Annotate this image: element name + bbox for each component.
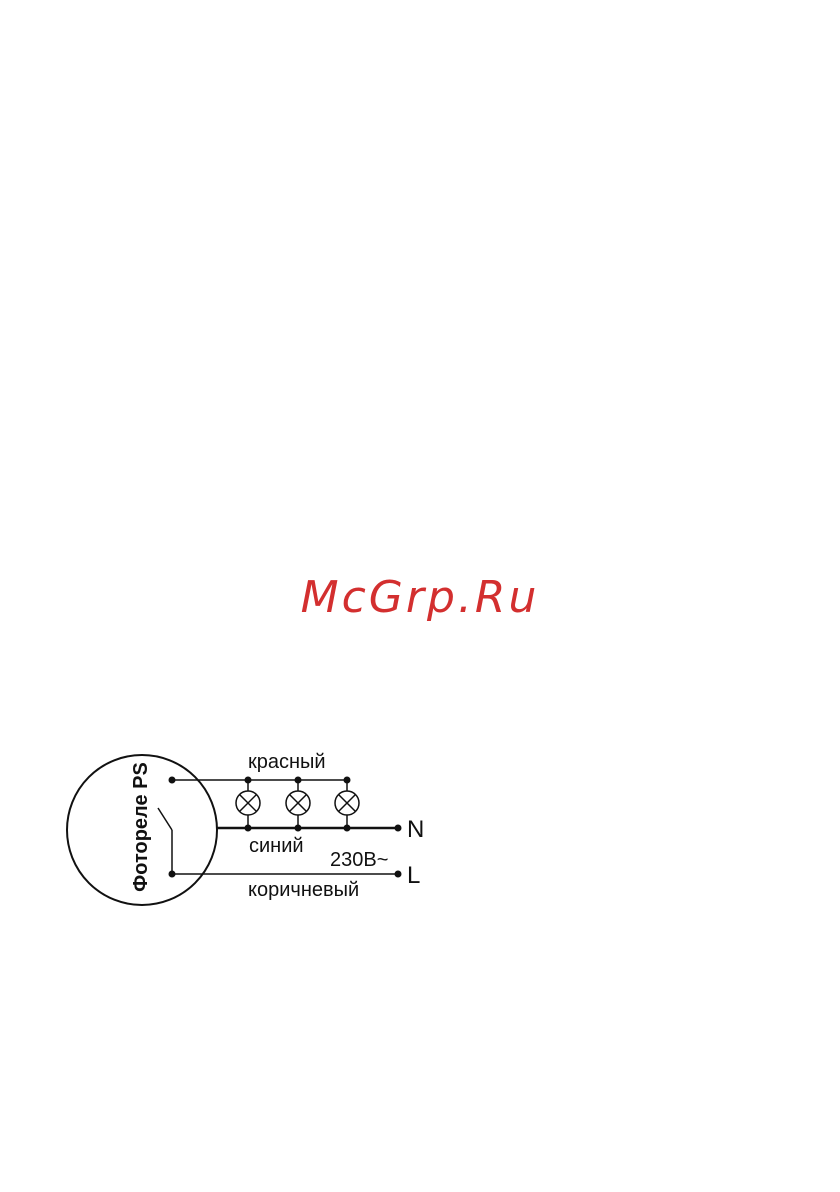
red-wire-label: красный [248, 751, 326, 773]
relay-contact-lever [158, 808, 172, 830]
line-terminal-dot [395, 871, 402, 878]
brown-wire-label: коричневый [248, 879, 359, 901]
voltage-label: 230В~ [330, 849, 388, 871]
relay-terminal-red [169, 777, 176, 784]
neutral-terminal-dot [395, 825, 402, 832]
line-terminal-label: L [407, 862, 420, 889]
blue-wire-label: синий [249, 835, 304, 857]
relay-terminal-brown [169, 871, 176, 878]
photo-relay-label: Фотореле PS [130, 762, 152, 892]
lamp-2 [286, 777, 310, 832]
lamp-1 [236, 777, 260, 832]
lamp-3 [335, 777, 359, 832]
neutral-terminal-label: N [407, 816, 424, 843]
